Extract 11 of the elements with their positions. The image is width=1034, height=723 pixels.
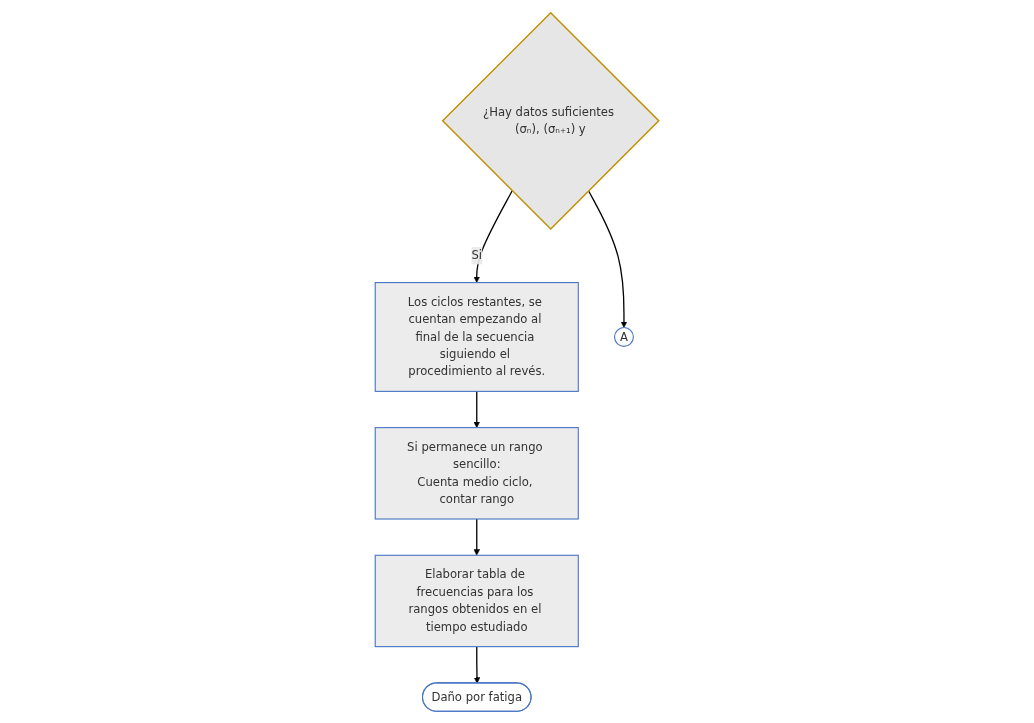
arrow <box>473 390 480 428</box>
arrow <box>587 189 628 328</box>
node-diamond: ¿Hay datos suficientes (σₙ), (σₙ₊₁) y <box>441 11 660 230</box>
node-circle: A <box>614 326 634 347</box>
node-box: Los ciclos restantes, se cuentan empezando al final de la secuencia siguiendo el procedimiento al revés. <box>374 281 579 392</box>
edge-label: Si <box>471 248 483 262</box>
arrow <box>473 189 513 283</box>
node-box: Si permanece un rango sencillo: Cuenta medio ciclo, contar rango <box>374 426 579 520</box>
arrow <box>473 645 481 684</box>
arrow <box>473 517 480 556</box>
node-box: Elaborar tabla de frecuencias para los rangos obtenidos en el tiempo estudiado <box>374 554 579 647</box>
